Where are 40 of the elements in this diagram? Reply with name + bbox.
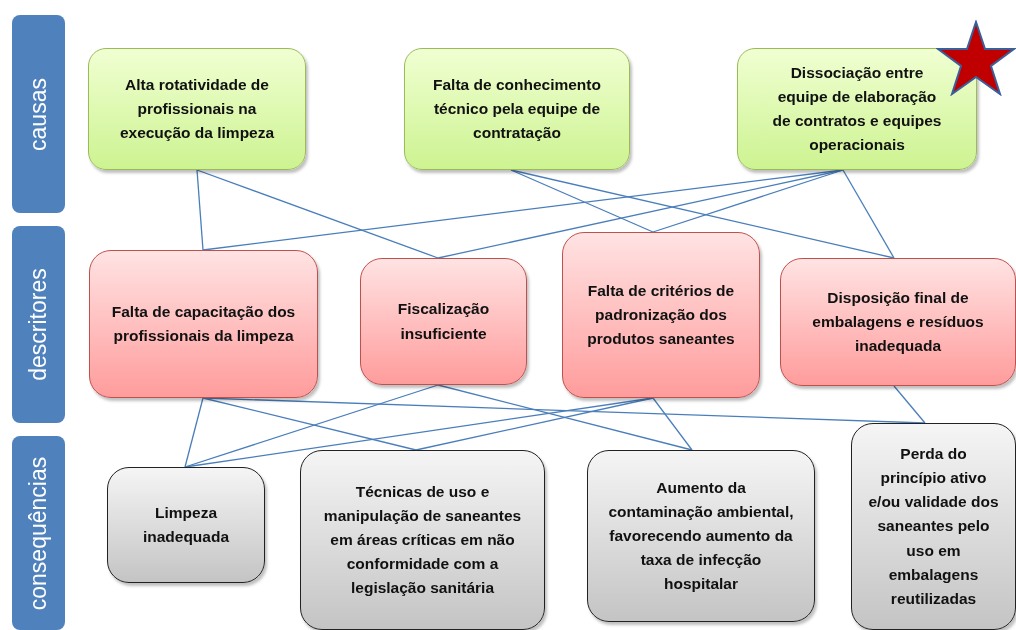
connector-line xyxy=(652,169,844,233)
box-text: Falta de conhecimento técnico pela equipe de contratação xyxy=(432,74,602,143)
section-label: causas xyxy=(25,77,52,151)
section-bar xyxy=(12,436,65,630)
consequence-box xyxy=(851,423,1016,630)
consequence-box xyxy=(107,467,265,583)
connector-line xyxy=(196,169,204,251)
section-label: consequências xyxy=(25,456,52,610)
connector-line xyxy=(184,384,439,468)
connector-line xyxy=(415,397,654,451)
box-text: Falta de capacitação dos profissionais da limpeza xyxy=(110,302,297,346)
cause-box xyxy=(88,48,306,170)
consequence-box xyxy=(300,450,545,630)
box-text: Disposição final de embalagens e resíduos inadequada xyxy=(811,287,985,356)
cause-box xyxy=(737,48,977,170)
connector-line xyxy=(510,169,654,233)
connector-line xyxy=(437,384,693,451)
box-text: Limpeza inadequada xyxy=(141,503,231,547)
box-text: Aumento da contaminação ambiental, favorecendo aumento da taxa de infecção hospitalar xyxy=(607,477,795,594)
section-bar xyxy=(12,15,65,213)
descriptor-box xyxy=(89,250,318,398)
box-text: Alta rotatividade de profissionais na execução da limpeza xyxy=(118,74,276,143)
descriptor-box xyxy=(780,258,1016,386)
connector-line xyxy=(184,397,204,468)
box-text: Perda do princípio ativo e/ou validade dos saneantes pelo uso em embalagens reutilizadas xyxy=(867,444,1000,609)
descriptor-box xyxy=(562,232,760,398)
section-label: descritores xyxy=(25,268,52,381)
box-text: Dissociação entre equipe de elaboração de contratos e equipes operacionais xyxy=(771,62,943,155)
descriptor-box xyxy=(360,258,527,385)
box-text: Fiscalização insuficiente xyxy=(396,299,491,344)
connector-line xyxy=(893,385,926,424)
connector-line xyxy=(510,169,895,259)
box-text: Falta de critérios de padronização dos produtos saneantes xyxy=(586,280,736,349)
cause-box xyxy=(404,48,630,170)
box-text: Técnicas de uso e manipulação de saneantes em áreas críticas em não conformidade com a legislação sanitária xyxy=(322,481,523,598)
connector-line xyxy=(196,169,439,259)
connector-line xyxy=(842,169,895,259)
section-bar xyxy=(12,226,65,423)
consequence-box xyxy=(587,450,815,622)
connector-line xyxy=(652,397,693,451)
